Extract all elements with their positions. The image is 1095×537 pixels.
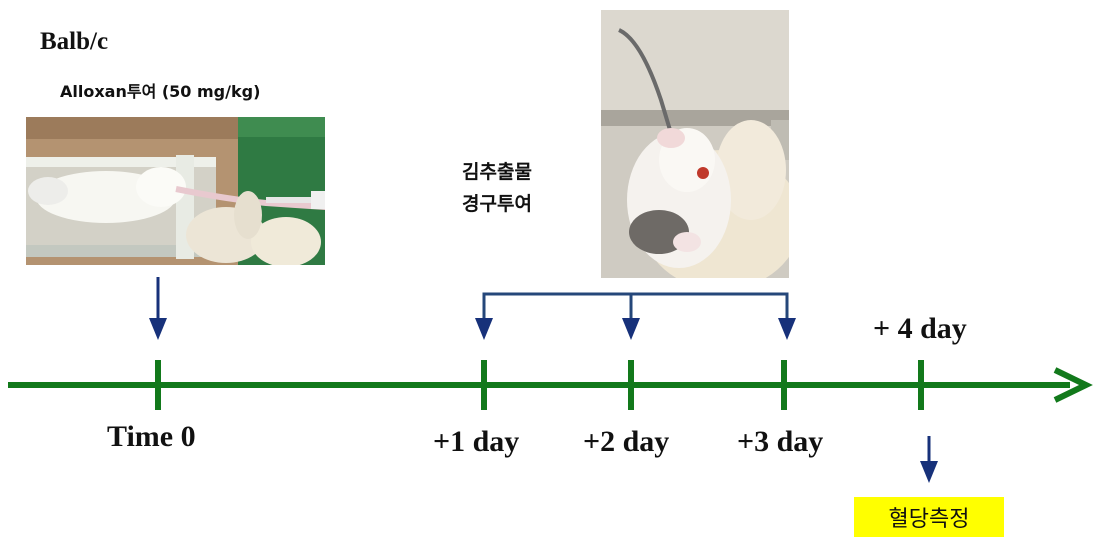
label-time0: Time 0 (107, 420, 196, 454)
gavage-photo (601, 10, 789, 278)
strain-label: Balb/c (40, 28, 108, 56)
label-day4: + 4 day (873, 312, 967, 346)
label-day1: +1 day (433, 425, 519, 459)
injection-photo (26, 117, 325, 265)
treatment-label-line2: 경구투여 (462, 188, 532, 220)
induction-label: Alloxan투여 (50 mg/kg) (60, 78, 260, 102)
label-day2: +2 day (583, 425, 669, 459)
induction-arrow (149, 277, 167, 340)
measurement-arrow (920, 436, 938, 483)
measurement-label: 혈당측정 (854, 497, 1004, 537)
treatment-label: 김추출물 경구투여 (462, 156, 532, 220)
label-day3: +3 day (737, 425, 823, 459)
treatment-bracket (475, 294, 796, 340)
treatment-label-line1: 김추출물 (462, 156, 532, 188)
